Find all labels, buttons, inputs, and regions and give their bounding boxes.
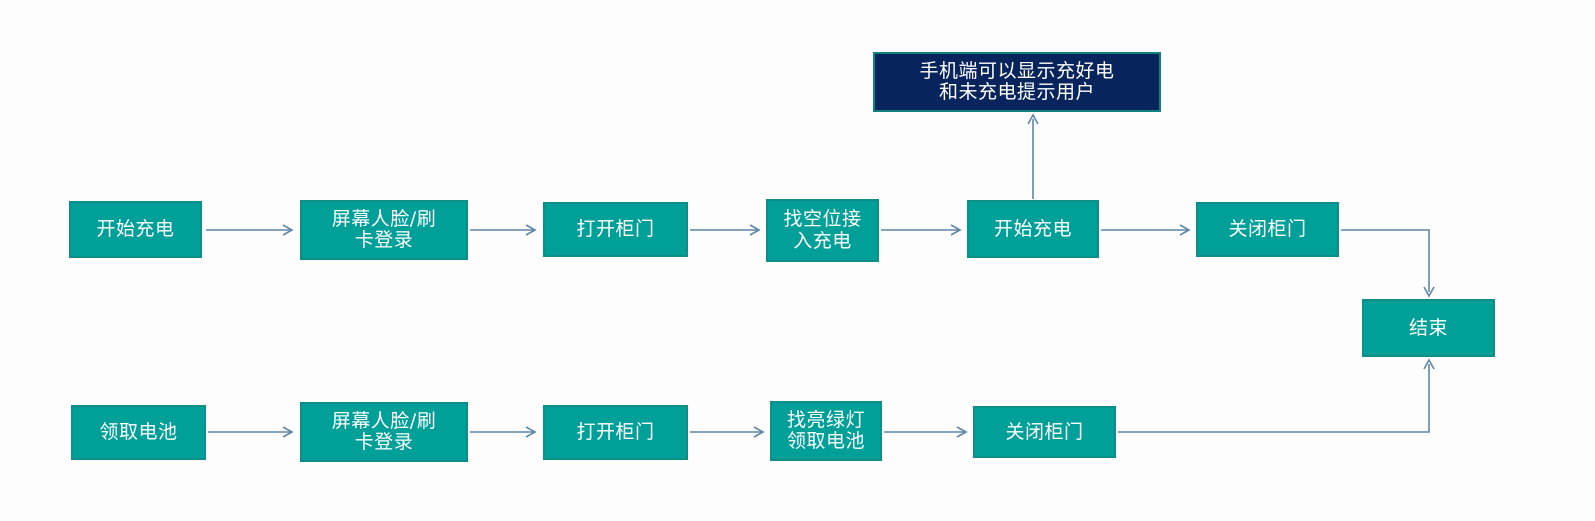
arrow-head-e8 bbox=[282, 426, 294, 438]
process-node-n2[interactable]: 屏幕人脸/刷 卡登录 bbox=[300, 200, 468, 260]
arrow-head-e9 bbox=[525, 426, 537, 438]
process-node-n4[interactable]: 找空位接 入充电 bbox=[766, 199, 879, 262]
process-node-n12[interactable]: 关闭柜门 bbox=[973, 406, 1116, 458]
arrow-head-e4 bbox=[950, 224, 962, 236]
arrow-head-e11 bbox=[956, 426, 968, 438]
process-node-n3[interactable]: 打开柜门 bbox=[543, 202, 688, 257]
process-node-n5[interactable]: 开始充电 bbox=[967, 200, 1099, 258]
note-box-note1[interactable]: 手机端可以显示充好电 和未充电提示用户 bbox=[873, 52, 1161, 112]
arrow-head-e7 bbox=[1423, 286, 1435, 298]
process-node-n10[interactable]: 打开柜门 bbox=[543, 405, 688, 460]
process-node-n11[interactable]: 找亮绿灯 领取电池 bbox=[770, 401, 882, 461]
process-node-n8[interactable]: 领取电池 bbox=[71, 405, 206, 460]
arrow-head-e3 bbox=[749, 224, 761, 236]
process-node-n6[interactable]: 关闭柜门 bbox=[1196, 202, 1339, 257]
arrow-head-e12 bbox=[1423, 358, 1435, 370]
edge-n6-to-n7 bbox=[1341, 229, 1430, 292]
arrow-head-e2 bbox=[525, 224, 537, 236]
arrow-head-e1 bbox=[282, 224, 294, 236]
arrow-head-e5 bbox=[1179, 224, 1191, 236]
edge-n12-to-n7 bbox=[1118, 364, 1430, 433]
process-node-n9[interactable]: 屏幕人脸/刷 卡登录 bbox=[300, 402, 468, 462]
process-node-n1[interactable]: 开始充电 bbox=[69, 201, 202, 258]
arrow-head-e6 bbox=[1027, 113, 1039, 125]
arrow-head-e10 bbox=[753, 426, 765, 438]
process-node-n7[interactable]: 结束 bbox=[1362, 299, 1495, 357]
